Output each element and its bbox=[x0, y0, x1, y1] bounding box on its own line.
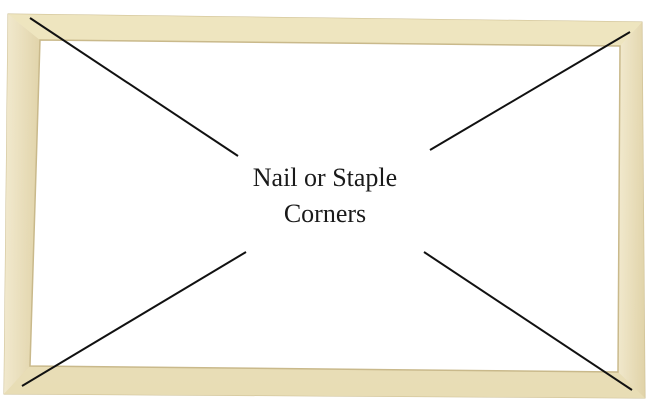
label-line-2: Corners bbox=[215, 196, 435, 232]
label-line-1: Nail or Staple bbox=[215, 160, 435, 196]
corner-instruction-label: Nail or Staple Corners bbox=[215, 160, 435, 232]
frame-right-rail bbox=[618, 22, 645, 398]
